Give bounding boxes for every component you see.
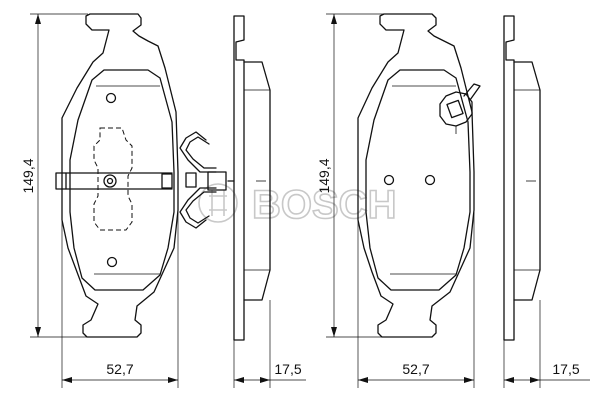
spring-clip-lower-arm-inner <box>185 191 217 224</box>
pad-2-side-friction-block <box>513 61 541 301</box>
spring-clip-upper-arm-inner <box>185 136 217 169</box>
pad-2-wear-sensor-lead <box>463 83 481 101</box>
pad-2-right-hole <box>424 174 436 186</box>
pad-1-side-view <box>227 15 271 341</box>
pad-1-height-dimension: 149,4 <box>20 13 88 338</box>
pad-1-clip-tab-right <box>161 173 173 189</box>
pad-1-width-label: 52,7 <box>106 361 133 377</box>
pad-2-friction-material-outline <box>365 69 471 291</box>
pad-1-height-label: 149,4 <box>20 158 36 193</box>
pad-2-wear-sensor <box>439 83 481 134</box>
pad-2-left-hole <box>383 174 395 186</box>
spring-clip-center-block <box>185 172 197 188</box>
pad-1-backing-plate-outline <box>61 13 179 338</box>
pad-1-lower-hole <box>106 256 118 268</box>
pad-2-height-arrow-bottom <box>331 327 337 337</box>
pad-1-upper-hole <box>105 92 117 104</box>
pad-1-front-view <box>55 13 179 338</box>
bosch-watermark: BOSCH <box>198 182 397 228</box>
pad-2-width-arrow-right <box>464 377 474 383</box>
pad-2-thickness-label: 17,5 <box>552 361 579 377</box>
pad-1-side-backing-plate <box>233 15 245 341</box>
pad-2-height-dimension: 149,4 <box>316 13 384 338</box>
spring-clip-lower-arm <box>179 187 217 229</box>
pad-2-thickness-arrow-right <box>530 377 540 383</box>
pad-2-height-label: 149,4 <box>316 158 332 193</box>
bosch-watermark-text: BOSCH <box>252 183 396 227</box>
pad-2-wear-sensor-plug <box>446 99 464 119</box>
pad-1-side-friction-block <box>243 61 271 301</box>
pad-1-width-arrow-left <box>62 377 72 383</box>
pad-2-width-label: 52,7 <box>402 361 429 377</box>
pad-1-thickness-arrow-right <box>260 377 270 383</box>
spring-clip <box>179 131 227 229</box>
pad-1-center-hole <box>103 174 117 188</box>
spring-clip-upper-arm <box>179 131 217 173</box>
pad-1-height-arrow-bottom <box>35 327 41 337</box>
pad-1-thickness-dimension: 17,5 <box>233 300 306 388</box>
pad-2-width-arrow-left <box>358 377 368 383</box>
pad-1-width-arrow-right <box>168 377 178 383</box>
pad-2-width-dimension: 52,7 <box>357 212 475 388</box>
pad-1-center-hole-inner <box>106 177 114 185</box>
pad-1-height-arrow-top <box>35 14 41 24</box>
pad-1-thickness-label: 17,5 <box>274 361 301 377</box>
pad-1-width-dimension: 52,7 <box>61 212 179 388</box>
pad-2-thickness-dimension: 17,5 <box>503 300 590 388</box>
pad-1-spring-clip-hidden-outline <box>93 127 133 231</box>
pad-2-backing-plate-outline <box>357 13 475 338</box>
pad-1-clip-tab <box>55 172 67 190</box>
pad-2-wear-sensor-housing <box>439 91 473 127</box>
pad-2-side-backing-plate <box>503 15 515 341</box>
pad-1-thickness-arrow-left <box>234 377 244 383</box>
pad-2-side-view <box>503 15 541 341</box>
pad-2-height-arrow-top <box>331 14 337 24</box>
pad-2-thickness-arrow-left <box>504 377 514 383</box>
spring-clip-body <box>207 171 227 191</box>
pad-2-front-view <box>357 13 481 338</box>
bosch-logo-icon <box>198 183 238 223</box>
pad-1-friction-material-outline <box>69 69 175 291</box>
